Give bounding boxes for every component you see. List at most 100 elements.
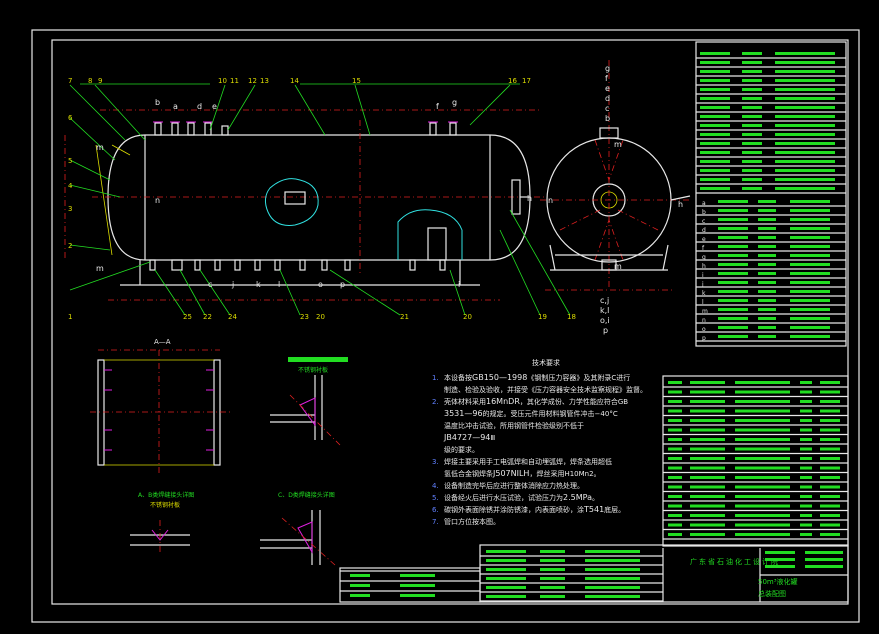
rev-cell	[585, 568, 640, 571]
table-cell-text	[775, 79, 835, 82]
nozzle-p: p	[340, 280, 346, 289]
parts-cell	[820, 514, 840, 517]
side-e: e	[605, 84, 610, 93]
table-cell-text	[718, 281, 748, 284]
table-cell-text	[718, 245, 748, 248]
table-cell-text	[700, 142, 730, 145]
note-part: 2.5MPa	[563, 493, 592, 502]
table-cell-text	[775, 115, 835, 118]
parts-cell	[820, 428, 840, 432]
nozzle-a: a	[173, 102, 178, 111]
callout-4: 4	[68, 182, 73, 190]
table-cell-text	[700, 178, 730, 181]
nozzle-e: e	[212, 102, 217, 111]
nozzle-table-letter: o	[702, 326, 706, 333]
nozzle-table-letter: m	[702, 308, 708, 315]
table-cell-text	[758, 290, 776, 293]
note-part: 级的要求。	[444, 446, 479, 454]
table-cell-text	[742, 142, 762, 145]
nozzle-table-letter: f	[702, 245, 705, 252]
note-part: H10Mn2。	[564, 470, 601, 478]
parts-cell	[800, 447, 812, 451]
parts-cell	[735, 409, 790, 413]
parts-cell	[690, 466, 725, 470]
tb-cell	[805, 558, 843, 561]
side-mark-n: n	[548, 196, 554, 205]
table-cell-text	[718, 200, 748, 203]
detail-label-4: C、D类焊缝接头详图	[278, 492, 335, 499]
notes-title: 技术要求	[532, 359, 560, 367]
note-part: C	[612, 410, 618, 418]
side-d: d	[605, 94, 611, 103]
table-cell-text	[790, 200, 830, 203]
side-bottom-4: p	[603, 326, 609, 335]
callout-9: 9	[98, 77, 103, 85]
table-cell-text	[742, 133, 762, 136]
callout-11: 11	[230, 77, 239, 85]
nozzle-table-letter: g	[702, 254, 706, 261]
table-cell-text	[700, 79, 730, 82]
nozzle-j: j	[232, 280, 235, 289]
table-cell-text	[718, 299, 748, 302]
callout-3: 3	[68, 205, 73, 213]
parts-cell	[735, 438, 790, 441]
table-cell-text	[758, 254, 776, 257]
mark-m1: m	[96, 143, 104, 152]
note-line: 2.壳体材料采用16MnDR，其化学成份、力学性能应符合GB	[432, 396, 660, 408]
parts-cell	[690, 447, 725, 451]
note-line: JB4727—94Ⅲ	[432, 432, 660, 444]
table-cell-text	[718, 227, 748, 230]
callout-leaders	[69, 83, 571, 316]
nozzle-table-letter: j	[701, 281, 704, 288]
parts-cell	[668, 438, 682, 441]
parts-cell	[735, 485, 790, 489]
table-cell-text	[718, 326, 748, 329]
parts-cell	[800, 457, 812, 460]
callout-20b: 20	[463, 313, 472, 321]
parts-cell	[800, 400, 812, 403]
nozzle-o: o	[318, 280, 323, 289]
parts-cell	[690, 476, 725, 479]
table-cell-text	[775, 187, 835, 190]
note-line: 3.焊接主要采用手工电弧焊和自动埋弧焊，焊条选用超低	[432, 456, 660, 468]
parts-cell	[800, 428, 812, 432]
side-b: b	[605, 114, 611, 123]
table-cell-text	[775, 106, 835, 109]
parts-cell	[735, 381, 790, 384]
table-cell-text	[775, 88, 835, 91]
rev-cell	[585, 595, 640, 598]
table-cell-text	[758, 209, 776, 212]
outer-border	[31, 29, 860, 623]
callout-5: 5	[68, 157, 73, 165]
tb-company: 广东省石油化工设计院	[690, 558, 780, 566]
nozzle-l: l	[278, 280, 281, 289]
parts-cell	[820, 438, 840, 441]
table-cell-text	[758, 218, 776, 221]
table-cell-text	[700, 151, 730, 154]
table-cell-text	[742, 178, 762, 181]
parts-cell	[668, 523, 682, 527]
table-cell-text	[718, 317, 748, 320]
parts-cell	[735, 400, 790, 403]
table-cell-text	[700, 187, 730, 190]
note-part: 制造、检验及验收，并接受《压力容器安全技术监察规	[444, 386, 612, 394]
nozzle-b: b	[155, 98, 161, 107]
table-cell-text	[758, 326, 776, 329]
note-part: 4.	[432, 482, 439, 490]
nozzle-k: k	[256, 280, 261, 289]
note-part: ，其化学成份、力学性能应符合	[519, 398, 618, 406]
parts-cell	[735, 533, 790, 536]
callout-8: 8	[88, 77, 93, 85]
parts-cell	[800, 523, 812, 527]
table-cell-text	[775, 142, 835, 145]
table-cell-text	[775, 178, 835, 181]
table-cell-text	[758, 272, 776, 275]
weld-detail-1	[270, 357, 348, 446]
rev-cell	[540, 595, 565, 598]
table-cell-text	[742, 160, 762, 163]
note-line: 6.碳钢外表面除锈并涂防锈漆，内表面喷砂，涂T541底层。	[432, 504, 660, 516]
mark-h: h	[527, 194, 533, 203]
note-part: 7.	[432, 518, 439, 526]
table-cell-text	[790, 263, 830, 266]
note-part: JB4727—94	[444, 433, 491, 442]
